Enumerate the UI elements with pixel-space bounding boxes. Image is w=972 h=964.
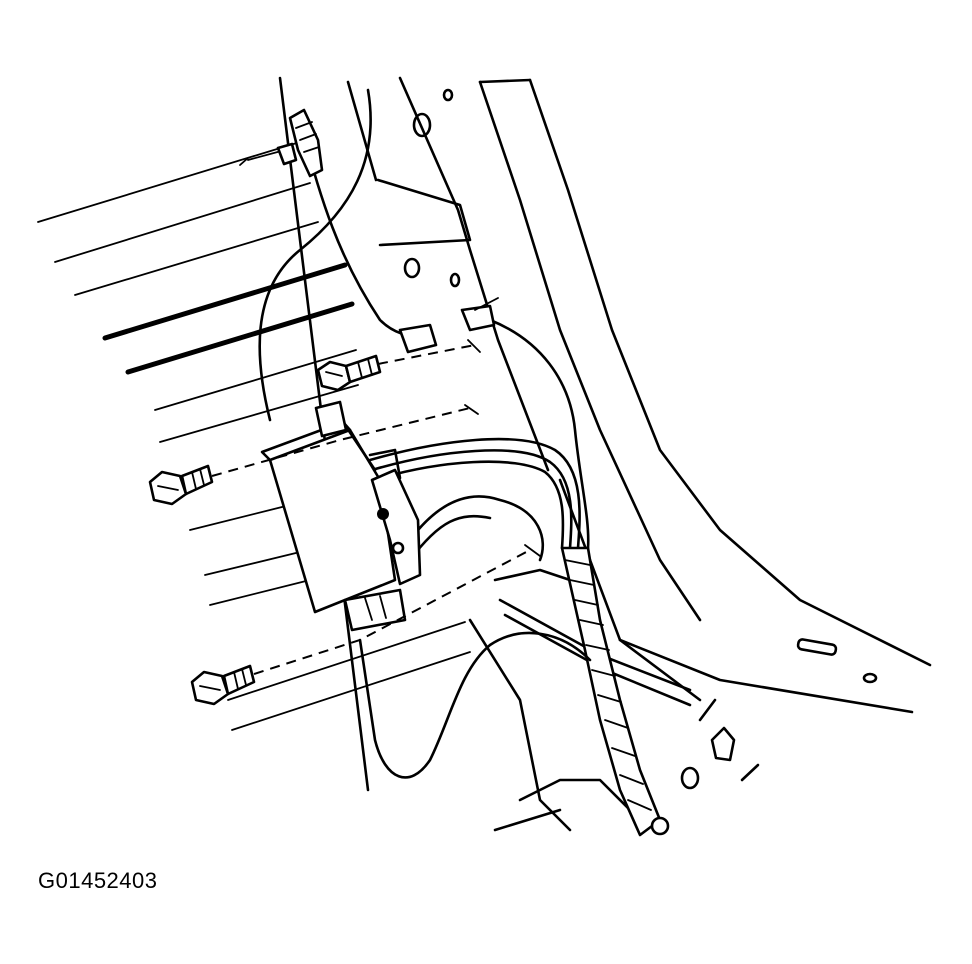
panel-lines	[37, 141, 471, 731]
body-holes	[403, 88, 878, 790]
bolt-bottom	[190, 664, 256, 706]
assembly-lines	[211, 339, 541, 675]
wire-harness	[368, 318, 670, 837]
bolt-top	[316, 354, 382, 392]
sensor-cable	[258, 88, 592, 779]
figure-id-label: G01452403	[38, 868, 158, 893]
bolt-middle	[148, 464, 214, 506]
connector-clips	[239, 142, 499, 354]
control-module	[260, 400, 422, 632]
